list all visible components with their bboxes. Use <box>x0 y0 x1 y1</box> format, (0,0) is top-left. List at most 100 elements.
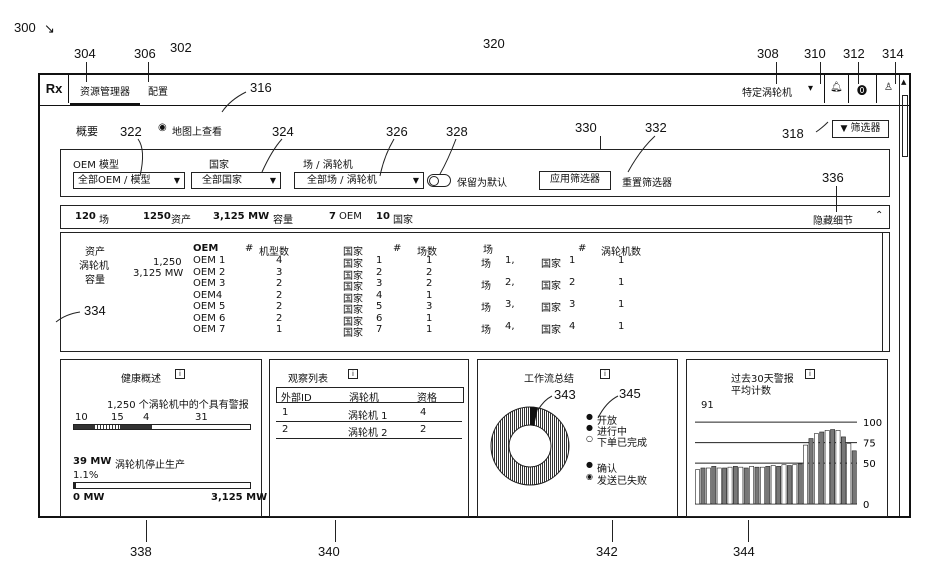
turbine-heading: 涡轮机 <box>79 257 109 272</box>
site-number: 4, <box>505 321 515 332</box>
reset-filter-link[interactable]: 重置筛选器 <box>622 174 672 189</box>
country-filter-label: 国家 <box>209 156 229 171</box>
site-country-number: 2 <box>569 277 575 288</box>
sites-label: 场 <box>99 211 109 226</box>
site-number: 1, <box>505 255 515 266</box>
legend-marker: ● <box>586 460 593 469</box>
save-default-toggle[interactable] <box>427 174 451 187</box>
tick-label: 15 <box>111 412 124 423</box>
cell-id: 1 <box>282 407 288 418</box>
ref-label: 340 <box>318 544 340 559</box>
oem-model-count: 4 <box>276 255 282 266</box>
bar <box>836 430 840 504</box>
ref-label: 336 <box>822 170 844 185</box>
watchlist-title: 观察列表 <box>288 370 328 385</box>
bar <box>706 468 710 504</box>
notification-button[interactable]: 🔔︎ <box>824 75 847 103</box>
bar <box>831 430 835 504</box>
sites-count: 120 <box>75 211 96 222</box>
filter-button[interactable]: ▼ 筛选器 <box>832 120 889 138</box>
window-scrollbar[interactable]: ▲ <box>899 75 909 516</box>
country-number: 4 <box>376 290 382 301</box>
y-tick-label: 100 <box>863 418 882 429</box>
bar <box>701 468 705 504</box>
country-name: 国家 <box>343 324 363 339</box>
ref-label: 312 <box>843 46 865 61</box>
oem-count-label: OEM <box>339 211 362 222</box>
site-select[interactable]: 全部场 / 涡轮机 ▼ <box>294 172 424 189</box>
bar <box>771 466 775 504</box>
country-site-count: 1 <box>426 255 432 266</box>
bar <box>841 437 845 504</box>
bar <box>825 430 829 504</box>
details-scrollbar[interactable] <box>882 233 889 351</box>
help-button[interactable]: ⓿ <box>848 75 877 103</box>
oem-model-count: 2 <box>276 278 282 289</box>
assets-heading: 资产 <box>85 243 105 258</box>
assets-label: 资产 <box>171 211 191 226</box>
country-select[interactable]: 全部国家 ▼ <box>191 172 281 189</box>
site-name: 场 <box>481 299 491 314</box>
arrow-icon: ↘ <box>44 22 55 37</box>
bar <box>809 439 813 504</box>
app-logo: Rx <box>40 75 69 103</box>
info-icon[interactable]: i <box>175 369 185 379</box>
tab-settings[interactable]: 配置 <box>140 75 190 103</box>
oem-model-count: 1 <box>276 324 282 335</box>
col-header[interactable]: 涡轮机 <box>349 389 379 404</box>
ref-label: 330 <box>575 120 597 135</box>
oem-model-count-header: 机型数 <box>259 243 289 258</box>
col-header[interactable]: 资格 <box>417 389 437 404</box>
ref-label: 332 <box>645 120 667 135</box>
watchlist-header: 外部ID 涡轮机 资格 <box>276 387 464 403</box>
country-number: 7 <box>376 324 382 335</box>
country-count: 10 <box>376 211 390 222</box>
summary-bar: 120 场 1250 资产 3,125 MW 容量 7 OEM 10 国家 隐藏… <box>60 205 890 229</box>
oem-model-count: 2 <box>276 290 282 301</box>
ref-label: 300 <box>14 20 36 35</box>
oem-select[interactable]: 全部OEM / 模型 ▼ <box>73 172 185 189</box>
chevron-down-icon: ▾ <box>808 83 813 94</box>
hide-details-link[interactable]: 隐藏细节 <box>813 212 853 227</box>
oem-name: OEM4 <box>193 290 222 301</box>
country-site-count: 2 <box>426 267 432 278</box>
ref-label: 343 <box>554 387 576 402</box>
oem-col-header: OEM <box>193 243 218 254</box>
mw-description: 涡轮机停止生产 <box>115 456 185 471</box>
ref-label: 302 <box>170 40 192 55</box>
mw-value: 39 MW <box>73 456 111 467</box>
turbine-select[interactable]: 特定涡轮机 ▾ <box>740 80 820 100</box>
chevron-up-icon[interactable]: ⌃ <box>875 210 883 221</box>
country-number: 1 <box>376 255 382 266</box>
site-turbine-count: 1 <box>618 255 624 266</box>
ref-label: 326 <box>386 124 408 139</box>
ref-label: 338 <box>130 544 152 559</box>
legend-marker: ○ <box>586 434 593 443</box>
legend-label: 发送已失败 <box>597 472 647 487</box>
workflow-card: 工作流总结 i ●开放●进行中○下单已完成●确认◉发送已失败 <box>477 359 678 517</box>
site-select-value: 全部场 / 涡轮机 <box>307 175 377 186</box>
alerts-card: 过去30天警报 i 平均计数 91 10075500 <box>686 359 888 517</box>
tab-explorer[interactable]: 资源管理器 <box>70 75 140 105</box>
y-tick-label: 75 <box>863 439 876 450</box>
col-header[interactable]: 外部ID <box>281 389 312 404</box>
table-row[interactable]: 1涡轮机 14 <box>276 406 462 422</box>
ref-label: 342 <box>596 544 618 559</box>
info-icon[interactable]: i <box>805 369 815 379</box>
bar <box>847 443 851 504</box>
user-button[interactable]: ♙ <box>876 75 901 103</box>
info-icon[interactable]: i <box>600 369 610 379</box>
watchlist-card: 观察列表 i 外部ID 涡轮机 资格 1涡轮机 142涡轮机 22 <box>269 359 469 517</box>
health-title: 健康概述 <box>121 370 161 385</box>
top-bar: Rx 资源管理器 配置 特定涡轮机 ▾ 🔔︎ ⓿ ♙ <box>40 75 909 106</box>
alarm-summary: 1,250 个涡轮机中的个具有警报 <box>107 396 249 411</box>
map-view-toggle[interactable]: 地图上查看 <box>172 123 222 138</box>
info-icon[interactable]: i <box>348 369 358 379</box>
bar <box>760 467 764 504</box>
oem-model-count: 2 <box>276 301 282 312</box>
ref-label: 314 <box>882 46 904 61</box>
apply-filter-button[interactable]: 应用筛选器 <box>539 171 611 190</box>
site-country-number: 1 <box>569 255 575 266</box>
table-row[interactable]: 2涡轮机 22 <box>276 423 462 439</box>
site-name: 场 <box>481 321 491 336</box>
